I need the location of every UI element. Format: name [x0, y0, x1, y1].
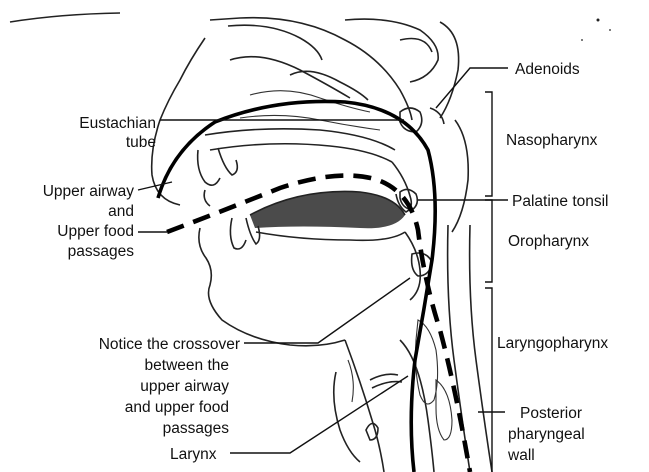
label-posterior-line2: pharyngeal [508, 426, 585, 443]
label-crossover-line4: and upper food [125, 399, 229, 416]
label-upper-airway-line2: and [108, 203, 134, 220]
label-laryngopharynx: Laryngopharynx [497, 335, 608, 352]
label-larynx: Larynx [170, 446, 217, 463]
label-eustachian-line2: tube [126, 134, 156, 151]
label-upper-airway-line3: Upper food [57, 223, 134, 240]
label-eustachian-line1: Eustachian [79, 115, 156, 132]
label-upper-airway-line4: passages [68, 243, 135, 260]
label-crossover-line3: upper airway [140, 378, 229, 395]
label-palatine-tonsil: Palatine tonsil [512, 193, 609, 210]
label-oropharynx: Oropharynx [508, 233, 589, 250]
label-crossover-line1: Notice the crossover [99, 336, 240, 353]
label-posterior-line3: wall [507, 447, 535, 464]
label-posterior-line1: Posterior [520, 405, 582, 422]
label-crossover-line2: between the [145, 357, 229, 374]
label-upper-airway-line1: Upper airway [43, 183, 135, 200]
upper-airway-path [158, 101, 435, 472]
label-nasopharynx: Nasopharynx [506, 132, 598, 149]
region-brackets [485, 92, 492, 472]
label-adenoids: Adenoids [515, 61, 580, 78]
leader-lines [138, 68, 508, 453]
label-crossover-line5: passages [163, 420, 230, 437]
